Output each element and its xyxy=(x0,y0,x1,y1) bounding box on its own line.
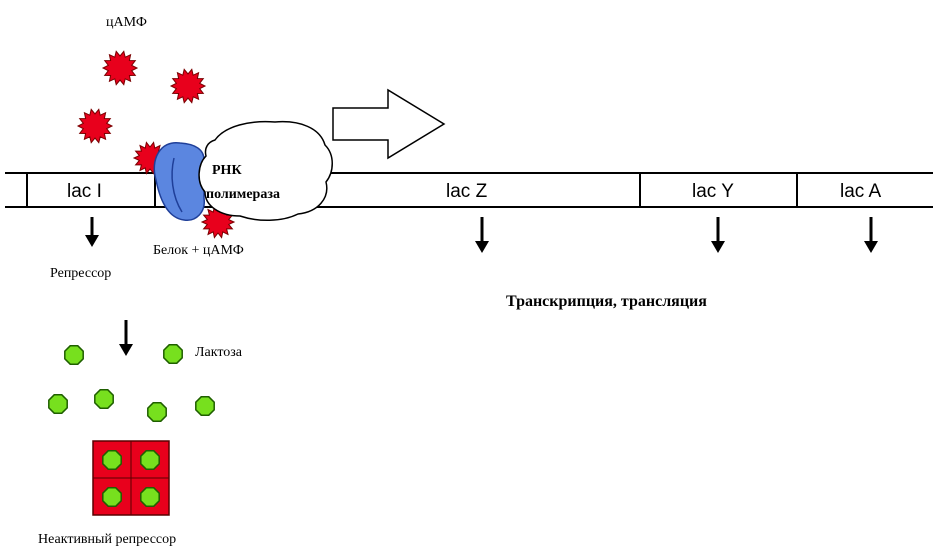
bound-lactose-molecule xyxy=(140,450,160,470)
lactose-molecules xyxy=(48,344,215,422)
protein-camp-label: Белок + цАМФ xyxy=(153,243,244,258)
down-arrow-head xyxy=(864,241,878,253)
inactive-repressor xyxy=(92,440,170,516)
down-arrow-head xyxy=(119,344,133,356)
rna-polymerase-line1: РНК xyxy=(212,163,242,178)
gene-lac-a: lac A xyxy=(840,181,882,202)
gene-lac-z: lac Z xyxy=(446,181,488,202)
transcription-label: Транскрипция, трансляция xyxy=(506,293,707,310)
gene-lac-i: lac I xyxy=(67,181,102,202)
lactose-molecule xyxy=(163,344,183,364)
repressor-label: Репрессор xyxy=(50,266,111,281)
bound-lactose-molecule xyxy=(102,450,122,470)
camp-molecule xyxy=(101,50,139,86)
cap-protein-shape xyxy=(153,142,205,221)
rna-polymerase: РНК полимераза xyxy=(198,120,333,221)
down-arrow-head xyxy=(475,241,489,253)
down-arrow-head xyxy=(711,241,725,253)
camp-molecule xyxy=(76,108,114,144)
camp-label: цАМФ xyxy=(106,15,147,30)
camp-molecule xyxy=(169,68,207,104)
lactose-molecule xyxy=(147,402,167,422)
lactose-molecule xyxy=(48,394,68,414)
down-arrows xyxy=(85,217,878,356)
lactose-molecule xyxy=(94,389,114,409)
down-arrow-head xyxy=(85,235,99,247)
inactive-repressor-label: Неактивный репрессор xyxy=(38,532,176,547)
transcription-direction-arrow xyxy=(332,88,446,160)
gene-lac-y: lac Y xyxy=(692,181,734,202)
bound-lactose-molecule xyxy=(140,487,160,507)
lactose-molecule xyxy=(64,345,84,365)
lactose-label: Лактоза xyxy=(195,345,243,360)
camp-molecules xyxy=(76,50,207,144)
rna-polymerase-line2: полимераза xyxy=(206,187,280,202)
lactose-molecule xyxy=(195,396,215,416)
bound-lactose-molecule xyxy=(102,487,122,507)
